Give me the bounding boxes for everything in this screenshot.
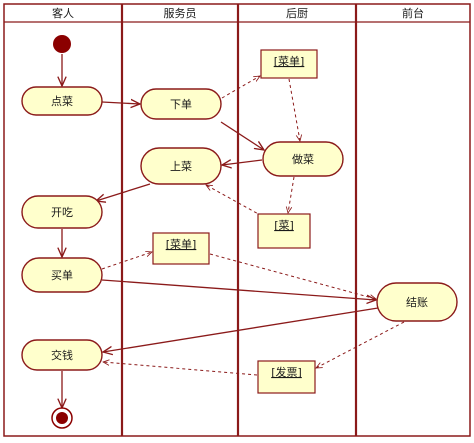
edges xyxy=(62,54,405,408)
action-shape xyxy=(21,339,103,371)
action-node-settle: 结账 xyxy=(376,282,458,322)
action-node-order: 点菜 xyxy=(21,86,103,116)
object-shape xyxy=(257,360,316,394)
swimlane-title-kitchen: 后厨 xyxy=(286,7,308,20)
swimlanes: 客人 服务员 后厨 前台 xyxy=(3,3,471,437)
swimlane-title-customer: 客人 xyxy=(52,6,74,20)
action-shape xyxy=(376,282,458,322)
action-label-place: 下单 xyxy=(170,98,192,111)
object-shape xyxy=(260,49,318,79)
action-label-settle: 结账 xyxy=(406,296,428,309)
action-shape xyxy=(21,195,103,229)
action-node-serve: 上菜 xyxy=(140,147,222,185)
swimlane-title-waiter: 服务员 xyxy=(164,7,197,20)
control-flow-settle-to-handover xyxy=(103,307,379,352)
control-flow-cook-to-serve xyxy=(222,160,263,165)
action-node-eat: 开吃 xyxy=(21,195,103,229)
action-label-handover: 交钱 xyxy=(51,348,73,362)
initial-node xyxy=(53,35,71,53)
action-label-eat: 开吃 xyxy=(51,206,73,219)
action-label-pay: 买单 xyxy=(51,269,73,282)
action-label-order: 点菜 xyxy=(51,95,73,108)
object-node-menu1: [菜单] xyxy=(260,49,318,79)
object-label-menu1: [菜单] xyxy=(274,55,305,68)
object-flow-invoice-to-handover xyxy=(103,362,258,376)
action-shape xyxy=(140,88,222,120)
object-flow-menu1-to-cook xyxy=(288,78,300,141)
action-label-cook: 做菜 xyxy=(292,152,314,166)
action-node-pay: 买单 xyxy=(21,257,103,293)
object-flow-pay-to-menu2 xyxy=(101,252,152,270)
final-node xyxy=(51,407,73,429)
object-flow-menu2-to-settle xyxy=(209,253,376,299)
action-node-handover: 交钱 xyxy=(21,339,103,371)
object-flow-place-to-menu1 xyxy=(221,76,260,99)
object-label-menu2: [菜单] xyxy=(166,238,197,251)
action-shape xyxy=(140,147,222,185)
control-flow-pay-to-settle xyxy=(101,279,376,300)
action-shape xyxy=(21,257,103,293)
object-shape xyxy=(152,232,210,265)
action-shape xyxy=(21,86,103,116)
control-flow-serve-to-eat xyxy=(96,183,151,201)
control-flow-order-to-place xyxy=(101,102,140,104)
object-flow-cook-to-dish xyxy=(288,176,295,213)
action-node-place: 下单 xyxy=(140,88,222,120)
swimlane-title-front: 前台 xyxy=(402,6,424,20)
control-flow-place-to-cook xyxy=(220,121,264,150)
object-shape xyxy=(257,213,311,249)
object-node-invoice: [发票] xyxy=(257,360,316,394)
object-flow-dish-to-serve xyxy=(206,185,263,217)
object-node-dish: [菜] xyxy=(257,213,311,249)
object-label-dish: [菜] xyxy=(274,219,294,232)
action-node-cook: 做菜 xyxy=(262,141,344,177)
action-label-serve: 上菜 xyxy=(170,160,192,173)
object-flow-settle-to-invoice xyxy=(316,321,405,368)
action-shape xyxy=(262,141,344,177)
object-label-invoice: [发票] xyxy=(271,365,302,379)
object-node-menu2: [菜单] xyxy=(152,232,210,265)
